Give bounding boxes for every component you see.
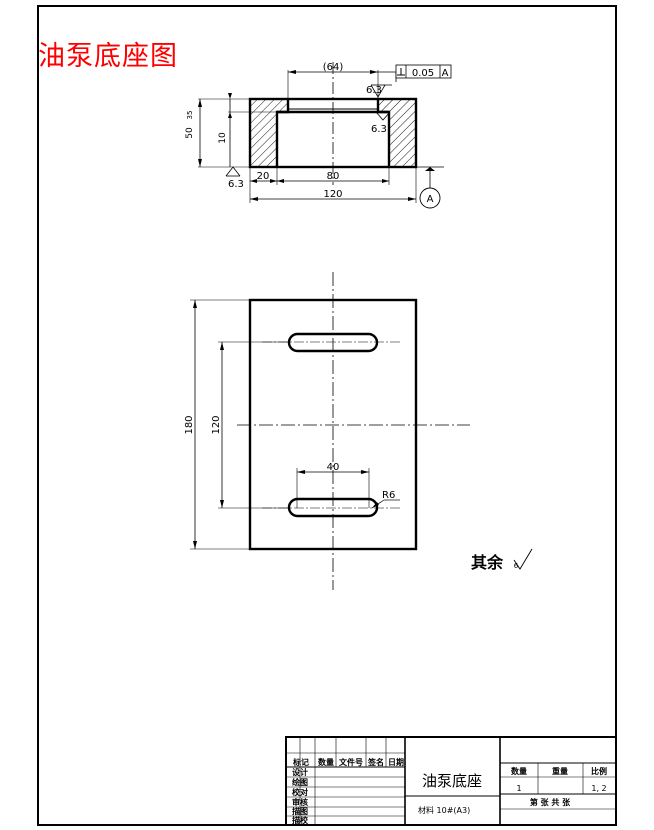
row-label-design: 设计 bbox=[292, 767, 308, 777]
tolerance-datum: A bbox=[442, 68, 449, 79]
plate-outline bbox=[248, 298, 418, 551]
dim-120-plan-label: 120 bbox=[211, 415, 222, 434]
datum-a-label: A bbox=[427, 194, 434, 205]
right-lip-hatch bbox=[378, 99, 389, 112]
row-label-check: 校对 bbox=[292, 787, 308, 797]
dim-80-label: 80 bbox=[327, 171, 340, 182]
surface-note-value: 6 bbox=[514, 562, 519, 570]
radius-label: R6 bbox=[382, 490, 395, 501]
roughness-note-symbol bbox=[513, 548, 533, 570]
row-label-trace-check: 描校 bbox=[292, 815, 309, 825]
tolerance-frame bbox=[395, 64, 452, 79]
dim-180-label: 180 bbox=[184, 415, 195, 434]
title-block: 标记 数量 文件号 签名 日期 设计 绘图 校对 审核 描图 描校 油泵底座 材… bbox=[285, 736, 617, 826]
title-block-frame bbox=[285, 736, 617, 826]
header-label-date: 日期 bbox=[388, 757, 404, 767]
datum-a-circle bbox=[419, 187, 441, 209]
roughness-top-label: 6.3 bbox=[366, 85, 382, 96]
dim-40-label: 40 bbox=[327, 462, 340, 473]
dim-35-label: 35 bbox=[186, 111, 194, 120]
header-label-file: 文件号 bbox=[339, 757, 363, 767]
scale-value: 1, 2 bbox=[591, 784, 606, 793]
sheet-info: 第 张 共 张 bbox=[530, 797, 571, 807]
roughness-inner-label: 6.3 bbox=[371, 124, 387, 135]
tolerance-value: 0.05 bbox=[412, 68, 434, 79]
surface-note: 其余 6 bbox=[471, 548, 533, 572]
material-label: 材料 10#(A3) bbox=[418, 805, 470, 815]
dim-50-label: 50 bbox=[185, 127, 195, 139]
row-label-trace: 描图 bbox=[292, 806, 308, 816]
roughness-symbol-inner bbox=[375, 111, 391, 121]
dim-120-top-label: 120 bbox=[323, 189, 342, 200]
col-qty-label: 数量 bbox=[511, 766, 527, 776]
row-label-draw: 绘图 bbox=[292, 777, 308, 787]
header-label-sign: 签名 bbox=[367, 757, 384, 767]
header-label-qty: 数量 bbox=[318, 757, 334, 767]
roughness-symbol-top bbox=[370, 84, 392, 98]
row-label-review: 审核 bbox=[292, 797, 308, 807]
sheet-border bbox=[37, 5, 617, 826]
part-name: 油泵底座 bbox=[422, 772, 482, 790]
header-label-mark: 标记 bbox=[292, 757, 309, 767]
drawing-title: 油泵底座图 bbox=[38, 41, 178, 72]
col-scale-label: 比例 bbox=[591, 766, 607, 776]
plan-view: 180 120 40 R6 bbox=[184, 272, 470, 590]
left-wall-hatch bbox=[250, 99, 277, 167]
upper-slot bbox=[287, 332, 379, 353]
dim-20-label: 20 bbox=[257, 171, 270, 182]
col-weight-label: 重量 bbox=[552, 766, 568, 776]
right-wall-hatch bbox=[389, 99, 416, 167]
qty-value: 1 bbox=[516, 784, 521, 793]
lower-slot bbox=[287, 497, 379, 518]
left-lip-hatch bbox=[277, 99, 288, 112]
roughness-bottom-label: 6.3 bbox=[228, 179, 244, 190]
roughness-symbol-bottom bbox=[225, 166, 241, 177]
surface-note-text: 其余 bbox=[471, 553, 504, 572]
section-view: (64) 0.05 A 6.3 6.3 6.3 50 35 10 bbox=[185, 62, 452, 209]
dim-64-label: (64) bbox=[323, 62, 344, 73]
dim-10-label: 10 bbox=[218, 132, 228, 144]
